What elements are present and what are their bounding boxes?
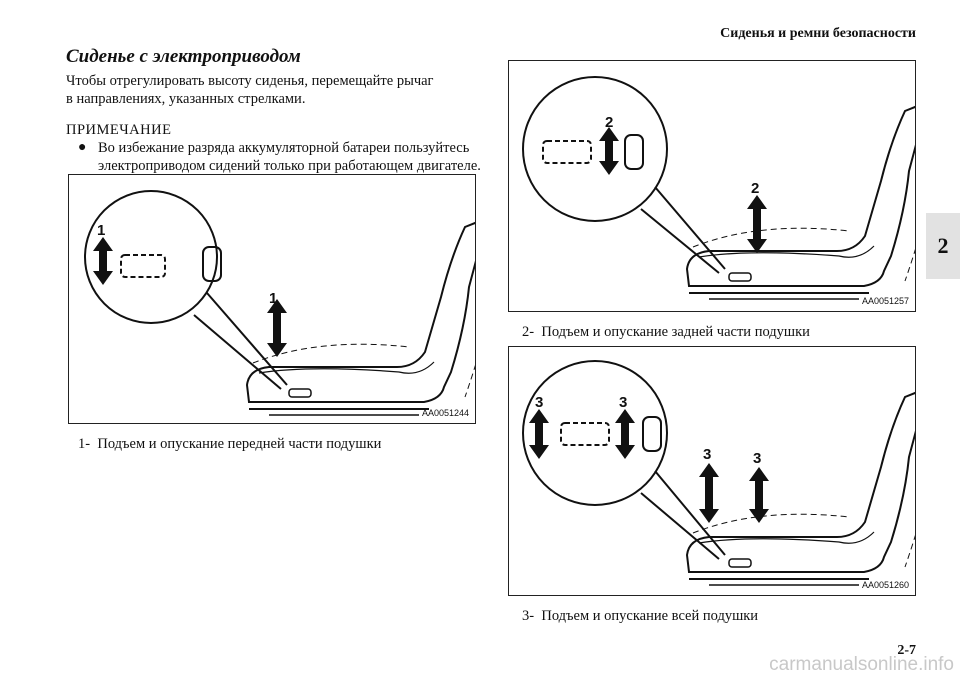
figure-1-label-a: 1 [97, 222, 105, 239]
figure-3: 3 3 3 3 AA0051260 [508, 346, 946, 596]
page-title: Сиденье с электроприводом [66, 46, 301, 67]
note-item: ● Во избежание разряда аккумуляторной ба… [78, 139, 498, 175]
figure-3-label-d: 3 [753, 450, 761, 467]
figure-3-caption: 3- Подъем и опускание всей подушки [522, 608, 758, 625]
seat-illustration-2: 2 2 [522, 76, 946, 300]
figure-1-number: 1- [78, 436, 91, 452]
watermark: carmanualsonline.info [769, 654, 954, 675]
intro-line-1: Чтобы отрегулировать высоту сиденья, пер… [66, 73, 434, 89]
figure-3-label-c: 3 [703, 446, 711, 463]
bullet-icon: ● [78, 140, 87, 155]
figure-1-caption: 1- Подъем и опускание передней части под… [78, 436, 381, 453]
note-line-2: электроприводом сидений только при работ… [98, 158, 481, 174]
page-number: 2-7 [897, 643, 916, 658]
figure-3-code: AA0051260 [861, 580, 909, 590]
figure-1: 1 1 AA0051244 [68, 174, 506, 424]
figure-2-caption-text: Подъем и опускание задней части подушки [541, 324, 810, 340]
intro-text: Чтобы отрегулировать высоту сиденья, пер… [66, 72, 486, 108]
note-heading: ПРИМЕЧАНИЕ [66, 122, 172, 138]
figure-2-code: AA0051257 [861, 296, 909, 306]
intro-line-2: в направлениях, указанных стрелками. [66, 91, 306, 107]
figure-2-label-b: 2 [751, 180, 759, 197]
figure-2-caption: 2- Подъем и опускание задней части подуш… [522, 324, 810, 341]
seat-illustration-1: 1 1 [84, 190, 506, 416]
figure-2-label-a: 2 [605, 114, 613, 131]
figure-3-label-b: 3 [619, 394, 627, 411]
figure-1-caption-text: Подъем и опускание передней части подушк… [97, 436, 382, 452]
figure-1-code: AA0051244 [421, 408, 469, 418]
chapter-tab: 2 [926, 213, 960, 279]
section-header: Сиденья и ремни безопасности [720, 26, 916, 41]
figure-3-label-a: 3 [535, 394, 543, 411]
figure-2-number: 2- [522, 324, 535, 340]
note-line-1: Во избежание разряда аккумуляторной бата… [98, 140, 470, 156]
seat-illustration-3: 3 3 3 3 [522, 360, 946, 586]
figure-3-caption-text: Подъем и опускание всей подушки [541, 608, 759, 624]
figure-1-label-b: 1 [269, 290, 277, 307]
figure-2: 2 2 AA0051257 [508, 60, 946, 312]
figure-3-number: 3- [522, 608, 535, 624]
